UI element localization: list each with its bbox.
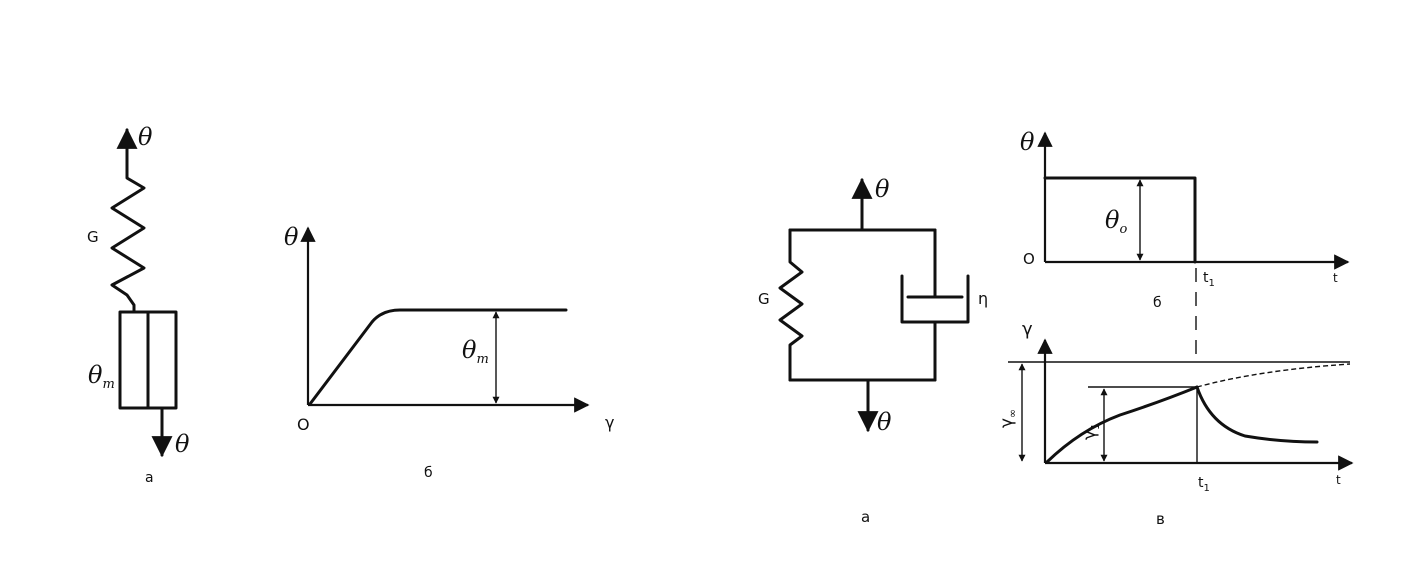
spring-label: G	[87, 228, 99, 246]
t1-label: t1	[1203, 270, 1215, 289]
fig2-strain-plot: γ t γ∞ γ1 t1 в	[997, 319, 1354, 528]
origin-label: O	[1023, 250, 1035, 268]
y-axis-label: θ	[284, 223, 299, 251]
force-bottom-label: θ	[175, 430, 190, 458]
x-axis-label: t	[1333, 271, 1338, 285]
force-top-label: θ	[138, 123, 153, 151]
fig1-caption-a: а	[145, 470, 154, 486]
y-axis-label: γ	[1022, 319, 1033, 340]
recovery-curve	[1195, 385, 1319, 444]
x-axis-label: t	[1336, 473, 1341, 487]
x-axis-label: γ	[605, 413, 614, 432]
fig2-caption-c: в	[1156, 510, 1165, 528]
spring-label: G	[758, 290, 770, 308]
gamma-inf-label: γ∞	[997, 409, 1019, 428]
fig1-caption-b: б	[424, 465, 433, 481]
t1-label: t1	[1198, 475, 1210, 494]
level-label: θо	[1105, 206, 1127, 237]
fig1-plot: θ γ O θт б	[284, 223, 614, 481]
stress-pulse	[1043, 176, 1197, 264]
force-bottom-label: θ	[877, 408, 892, 436]
fig1-model: θ G θт θ а	[87, 123, 190, 486]
fig2-model: θ G η θ а	[758, 175, 988, 526]
fig2-stress-plot: θ t O θо t1 б	[1020, 128, 1350, 362]
y-axis-label: θ	[1020, 128, 1035, 156]
creep-continuation	[1196, 363, 1351, 388]
fig2-caption-b: б	[1153, 295, 1162, 311]
origin-label: O	[297, 415, 310, 434]
friction-label: θт	[88, 361, 115, 392]
stress-strain-curve	[308, 308, 568, 406]
yield-label: θт	[462, 336, 489, 367]
spring-g	[110, 170, 146, 314]
creep-curve	[1045, 385, 1199, 464]
fig2-caption-a: а	[861, 508, 870, 526]
force-top-label: θ	[875, 175, 890, 203]
dashpot-label: η	[978, 289, 988, 308]
spring-g	[778, 228, 804, 382]
